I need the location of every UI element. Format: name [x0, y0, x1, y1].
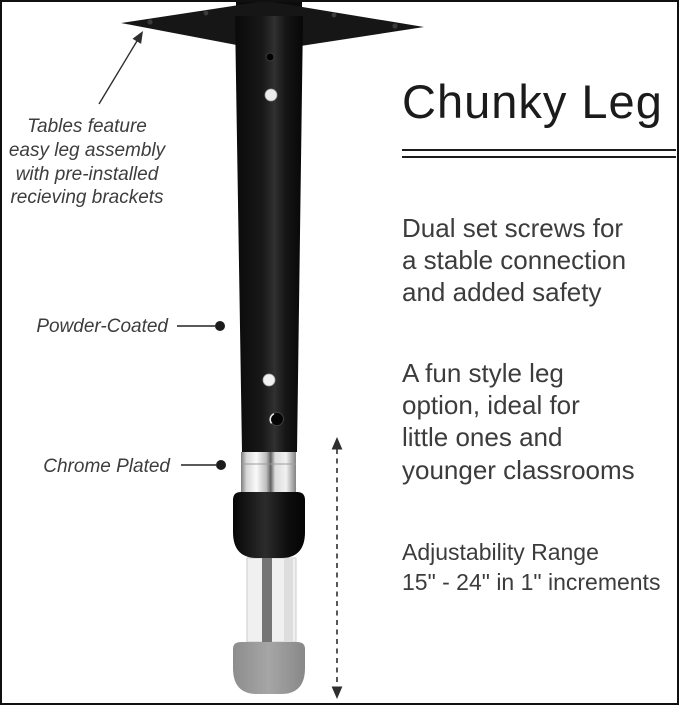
extension-ghost: [233, 557, 305, 694]
set-screw-top: [264, 88, 278, 102]
chrome-plated-pointer: [181, 460, 226, 470]
chrome-section: [241, 452, 296, 492]
powder-coated-pointer: [177, 321, 225, 331]
plate-screw-hole: [392, 23, 398, 29]
feature-adjustability-range: Adjustability Range 15" - 24" in 1" incr…: [402, 539, 661, 595]
extension-inner-rod: [262, 558, 272, 642]
pointer-dot: [216, 460, 226, 470]
plate-screw-hole: [331, 12, 337, 18]
set-screw-mid: [262, 373, 276, 387]
callout-powder-coated: Powder-Coated: [36, 316, 168, 337]
top-hole: [265, 52, 275, 62]
page-title: Chunky Leg: [402, 75, 663, 128]
callout-assembly-note: Tables feature easy leg assembly with pr…: [8, 116, 166, 209]
feature-style: A fun style leg option, ideal for little…: [402, 358, 635, 485]
callout-arrow: [98, 31, 143, 105]
leg-body: [235, 16, 303, 452]
pointer-dot: [215, 321, 225, 331]
adjustability-range-arrow: [331, 437, 343, 699]
extension-foot: [233, 642, 305, 694]
plate-screw-hole: [203, 10, 209, 16]
title-double-rule: [402, 149, 676, 158]
plate-screw-hole: [147, 19, 153, 25]
feature-set-screws: Dual set screws for a stable connection …: [402, 213, 627, 308]
leg-foot: [233, 492, 305, 558]
callout-chrome-plated: Chrome Plated: [43, 456, 170, 477]
